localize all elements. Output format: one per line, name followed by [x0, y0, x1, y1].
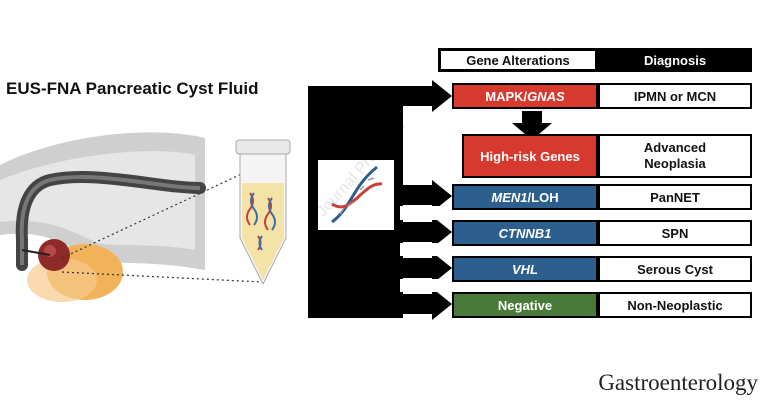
gene-box-mapk-gnas: MAPK/GNAS — [452, 83, 598, 109]
diagnosis-ipmn-mcn: IPMN or MCN — [598, 83, 752, 109]
gene-label-italic: MEN1 — [491, 189, 528, 205]
gene-box-high-risk: High-risk Genes — [462, 134, 598, 178]
diagnosis-serous-cyst: Serous Cyst — [598, 256, 752, 282]
gene-box-vhl: VHL — [452, 256, 598, 282]
gene-box-men1-loh: MEN1/LOH — [452, 184, 598, 210]
gene-box-negative: Negative — [452, 292, 598, 318]
gene-alterations-header: Gene Alterations — [438, 48, 598, 72]
diagnosis-advanced-neoplasia: Advanced Neoplasia — [598, 134, 752, 178]
diagnosis-non-neoplastic: Non-Neoplastic — [598, 292, 752, 318]
gene-label: MAPK/ — [485, 88, 528, 104]
diagnosis-line1: Advanced — [643, 140, 707, 155]
endoscopy-illustration — [0, 132, 206, 302]
fna-needle — [21, 249, 51, 256]
journal-name: Gastroenterology — [598, 370, 758, 395]
gene-box-ctnnb1: CTNNB1 — [452, 220, 598, 246]
diagnosis-pannet: PanNET — [598, 184, 752, 210]
sample-tube — [235, 139, 291, 286]
diagnosis-spn: SPN — [598, 220, 752, 246]
gene-label: /LOH — [527, 189, 559, 205]
figure-title: EUS-FNA Pancreatic Cyst Fluid — [6, 79, 259, 98]
gene-label-italic: GNAS — [527, 88, 565, 104]
diagnosis-line2: Neoplasia — [644, 156, 706, 171]
diagnosis-header: Diagnosis — [598, 48, 752, 72]
dna-icon — [331, 165, 383, 224]
guide-lines — [61, 169, 263, 283]
